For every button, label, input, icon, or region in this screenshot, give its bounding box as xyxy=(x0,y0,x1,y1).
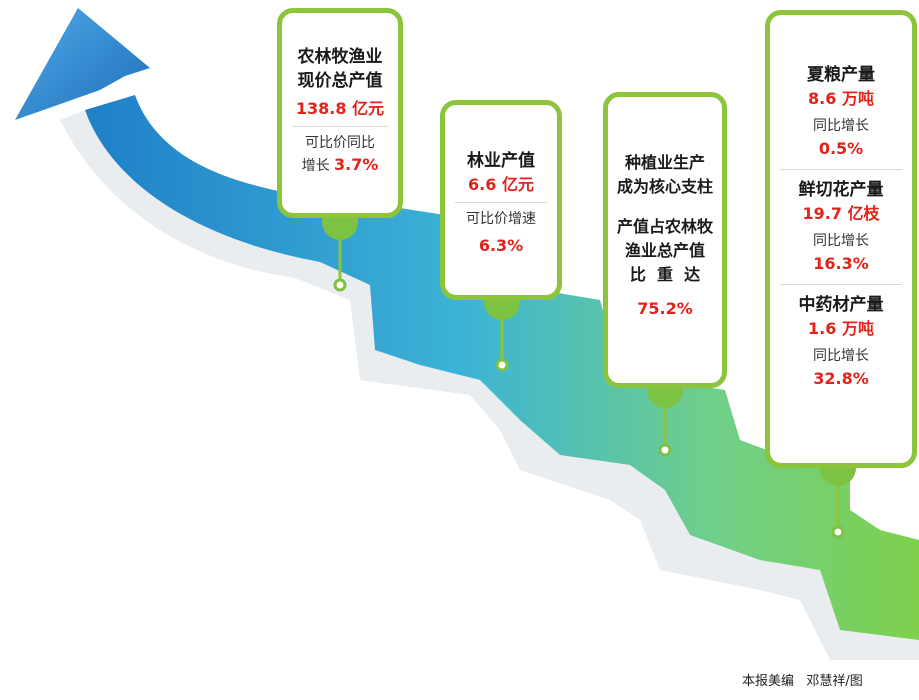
box4-item3-value: 1.6 万吨 xyxy=(808,319,874,338)
box4-item2-desc: 同比增长 xyxy=(813,233,869,249)
box3-rate: 75.2% xyxy=(637,299,693,318)
box1-value: 138.8 亿元 xyxy=(295,99,385,118)
box-forestry: 林业产值 6.6 亿元 可比价增速 6.3% xyxy=(440,100,562,300)
credit-text: 本报美编 邓慧祥/图 xyxy=(742,674,863,689)
box4-item2-value: 19.7 亿枝 xyxy=(802,204,880,223)
small-dot-icons xyxy=(333,278,845,539)
upward-arrow-icon xyxy=(15,8,150,120)
box-planting: 种植业生产 成为核心支柱 产值占农林牧 渔业总产值 比 重 达 75.2% xyxy=(603,92,727,388)
box3-line4: 渔业总产值 xyxy=(624,241,705,260)
box4-item2-rate: 16.3% xyxy=(813,254,869,273)
box1-desc-line2: 增长 3.7% xyxy=(282,154,398,177)
box2-title: 林业产值 xyxy=(467,151,535,171)
box-agriculture-total: 农林牧渔业 现价总产值 138.8 亿元 可比价同比 增长 3.7% xyxy=(277,8,403,218)
list-item: 中药材产量 1.6 万吨 同比增长 32.8% xyxy=(770,293,912,391)
box3-line3: 产值占农林牧 xyxy=(616,217,713,236)
box1-title-line2: 现价总产值 xyxy=(297,71,383,91)
box1-divider xyxy=(292,126,388,127)
box4-item1-value: 8.6 万吨 xyxy=(808,89,874,108)
box2-rate: 6.3% xyxy=(478,236,524,255)
list-item: 鲜切花产量 19.7 亿枝 同比增长 16.3% xyxy=(770,178,912,276)
box4-item1-desc: 同比增长 xyxy=(813,118,869,134)
box2-divider xyxy=(455,202,547,203)
box1-desc-line1: 可比价同比 xyxy=(305,135,375,151)
box4-item3-title: 中药材产量 xyxy=(798,295,884,315)
box1-growth-rate: 3.7% xyxy=(334,155,379,174)
box2-desc: 可比价增速 xyxy=(466,211,536,227)
box4-divider-1 xyxy=(780,169,902,170)
box4-divider-2 xyxy=(780,284,902,285)
box4-item1-title: 夏粮产量 xyxy=(807,65,875,85)
list-item: 夏粮产量 8.6 万吨 同比增长 0.5% xyxy=(770,63,912,161)
box2-value: 6.6 亿元 xyxy=(468,175,534,194)
box-production: 夏粮产量 8.6 万吨 同比增长 0.5% 鲜切花产量 19.7 亿枝 同比增长… xyxy=(765,10,917,468)
box4-item1-rate: 0.5% xyxy=(818,139,864,158)
box3-line2: 成为核心支柱 xyxy=(616,177,713,196)
box1-title-line1: 农林牧渔业 xyxy=(297,47,383,67)
box3-line1: 种植业生产 xyxy=(624,153,705,172)
box4-item3-rate: 32.8% xyxy=(813,369,869,388)
box4-item3-desc: 同比增长 xyxy=(813,348,869,364)
box3-line5: 比 重 达 xyxy=(629,265,701,284)
box1-desc-prefix: 增长 xyxy=(301,158,335,174)
box4-item2-title: 鲜切花产量 xyxy=(798,180,884,200)
